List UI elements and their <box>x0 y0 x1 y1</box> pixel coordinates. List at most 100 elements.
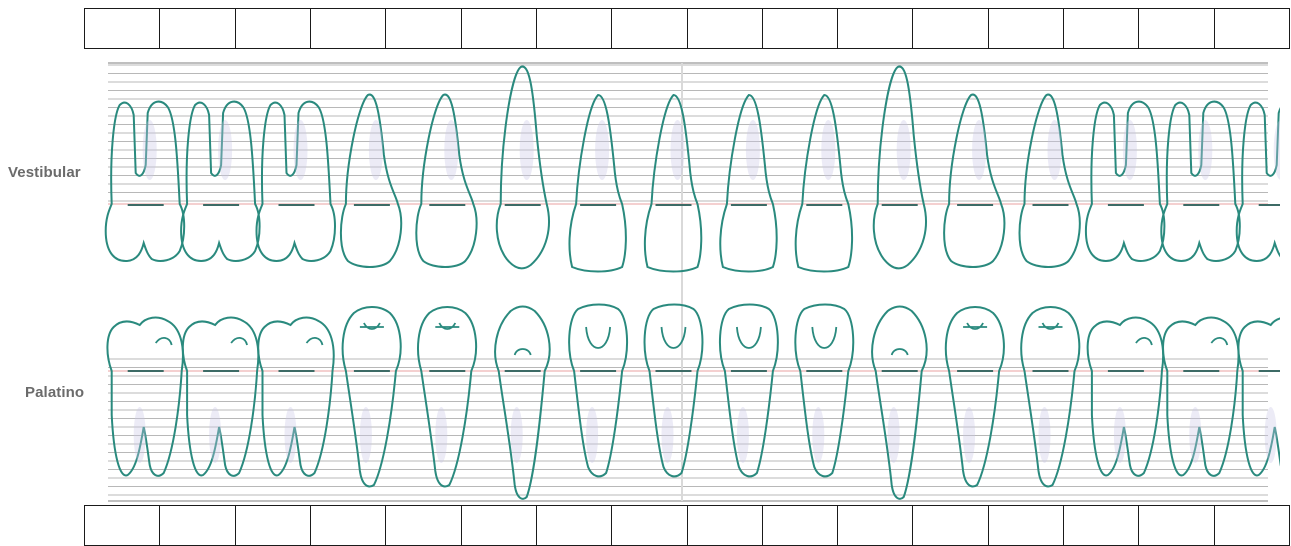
top-cell-5[interactable] <box>386 9 461 48</box>
bottom-cell-2[interactable] <box>160 506 235 545</box>
root-shading <box>360 407 372 463</box>
root-shading <box>285 407 297 463</box>
upper-tooth-3-molar <box>257 102 336 261</box>
root-shading <box>821 120 835 180</box>
top-cell-1[interactable] <box>85 9 160 48</box>
root-shading <box>218 120 232 180</box>
tooth-outline <box>796 95 852 272</box>
bottom-cell-8[interactable] <box>612 506 687 545</box>
top-cell-4[interactable] <box>311 9 386 48</box>
root-shading <box>662 407 674 463</box>
top-cell-9[interactable] <box>688 9 763 48</box>
tooth-outline <box>720 305 778 477</box>
bottom-cell-10[interactable] <box>763 506 838 545</box>
top-cell-12[interactable] <box>913 9 988 48</box>
bottom-cell-15[interactable] <box>1139 506 1214 545</box>
bottom-cell-13[interactable] <box>989 506 1064 545</box>
lower-tooth-4-premolar <box>343 307 401 486</box>
tooth-outline <box>1237 102 1280 261</box>
root-shading <box>1198 120 1212 180</box>
tooth-outline <box>946 307 1004 486</box>
root-shading <box>1123 120 1137 180</box>
bottom-cell-1[interactable] <box>85 506 160 545</box>
bottom-cell-16[interactable] <box>1215 506 1289 545</box>
occlusal-detail <box>1211 338 1227 345</box>
root-shading <box>812 407 824 463</box>
top-cell-14[interactable] <box>1064 9 1139 48</box>
occlusal-detail <box>231 338 247 345</box>
upper-tooth-5-premolar <box>416 95 476 267</box>
bottom-cell-14[interactable] <box>1064 506 1139 545</box>
root-shading <box>746 120 760 180</box>
tooth-outline <box>569 95 625 272</box>
root-shading <box>444 120 458 180</box>
tooth-outline <box>720 95 776 272</box>
bottom-cell-5[interactable] <box>386 506 461 545</box>
top-cell-7[interactable] <box>537 9 612 48</box>
tooth-outline <box>944 95 1004 267</box>
occlusal-detail <box>586 327 610 348</box>
bottom-cell-12[interactable] <box>913 506 988 545</box>
upper-tooth-12-premolar <box>944 95 1004 267</box>
lower-tooth-10-incisor <box>795 305 853 477</box>
occlusal-detail <box>737 327 761 348</box>
occlusal-detail <box>307 338 323 345</box>
lower-tooth-8-incisor <box>645 305 703 477</box>
tooth-outline <box>645 95 701 272</box>
root-shading <box>435 407 447 463</box>
root-shading <box>972 120 986 180</box>
top-cell-16[interactable] <box>1215 9 1289 48</box>
occlusal-detail <box>515 349 531 355</box>
root-shading <box>888 407 900 463</box>
root-shading <box>1189 407 1201 463</box>
upper-tooth-8-incisor <box>645 95 701 272</box>
tooth-outline <box>569 305 627 477</box>
bottom-cell-11[interactable] <box>838 506 913 545</box>
tooth-outline <box>1086 102 1165 261</box>
bottom-cell-7[interactable] <box>537 506 612 545</box>
top-cell-3[interactable] <box>236 9 311 48</box>
occlusal-detail <box>1039 323 1063 329</box>
bottom-cell-4[interactable] <box>311 506 386 545</box>
root-shading <box>671 120 685 180</box>
top-annotation-cells <box>84 8 1290 49</box>
top-cell-8[interactable] <box>612 9 687 48</box>
top-cell-6[interactable] <box>462 9 537 48</box>
lower-tooth-7-incisor <box>569 305 627 477</box>
bottom-annotation-cells <box>84 505 1290 546</box>
lower-tooth-12-premolar <box>946 307 1004 486</box>
root-shading <box>134 407 146 463</box>
tooth-outline <box>343 307 401 486</box>
root-shading <box>1265 407 1277 463</box>
upper-tooth-9-incisor <box>720 95 776 272</box>
root-shading <box>209 407 221 463</box>
occlusal-detail <box>435 323 459 329</box>
root-shading <box>897 120 911 180</box>
bottom-cell-3[interactable] <box>236 506 311 545</box>
top-cell-2[interactable] <box>160 9 235 48</box>
top-cell-13[interactable] <box>989 9 1064 48</box>
root-shading <box>369 120 383 180</box>
bottom-cell-6[interactable] <box>462 506 537 545</box>
occlusal-detail <box>1136 338 1152 345</box>
upper-tooth-4-premolar <box>341 95 401 267</box>
top-cell-10[interactable] <box>763 9 838 48</box>
upper-tooth-10-incisor <box>796 95 852 272</box>
upper-tooth-1-molar <box>106 102 185 261</box>
root-shading <box>1048 120 1062 180</box>
root-shading <box>586 407 598 463</box>
upper-tooth-16-molar <box>1237 102 1280 261</box>
root-shading <box>595 120 609 180</box>
root-shading <box>143 120 157 180</box>
tooth-outline <box>341 95 401 267</box>
top-cell-11[interactable] <box>838 9 913 48</box>
tooth-outline <box>795 305 853 477</box>
top-cell-15[interactable] <box>1139 9 1214 48</box>
occlusal-detail <box>812 327 836 348</box>
lower-tooth-13-premolar <box>1021 307 1079 486</box>
lower-tooth-5-premolar <box>418 307 476 486</box>
bottom-cell-9[interactable] <box>688 506 763 545</box>
upper-tooth-7-incisor <box>569 95 625 272</box>
tooth-outline <box>645 305 703 477</box>
occlusal-detail <box>892 349 908 355</box>
